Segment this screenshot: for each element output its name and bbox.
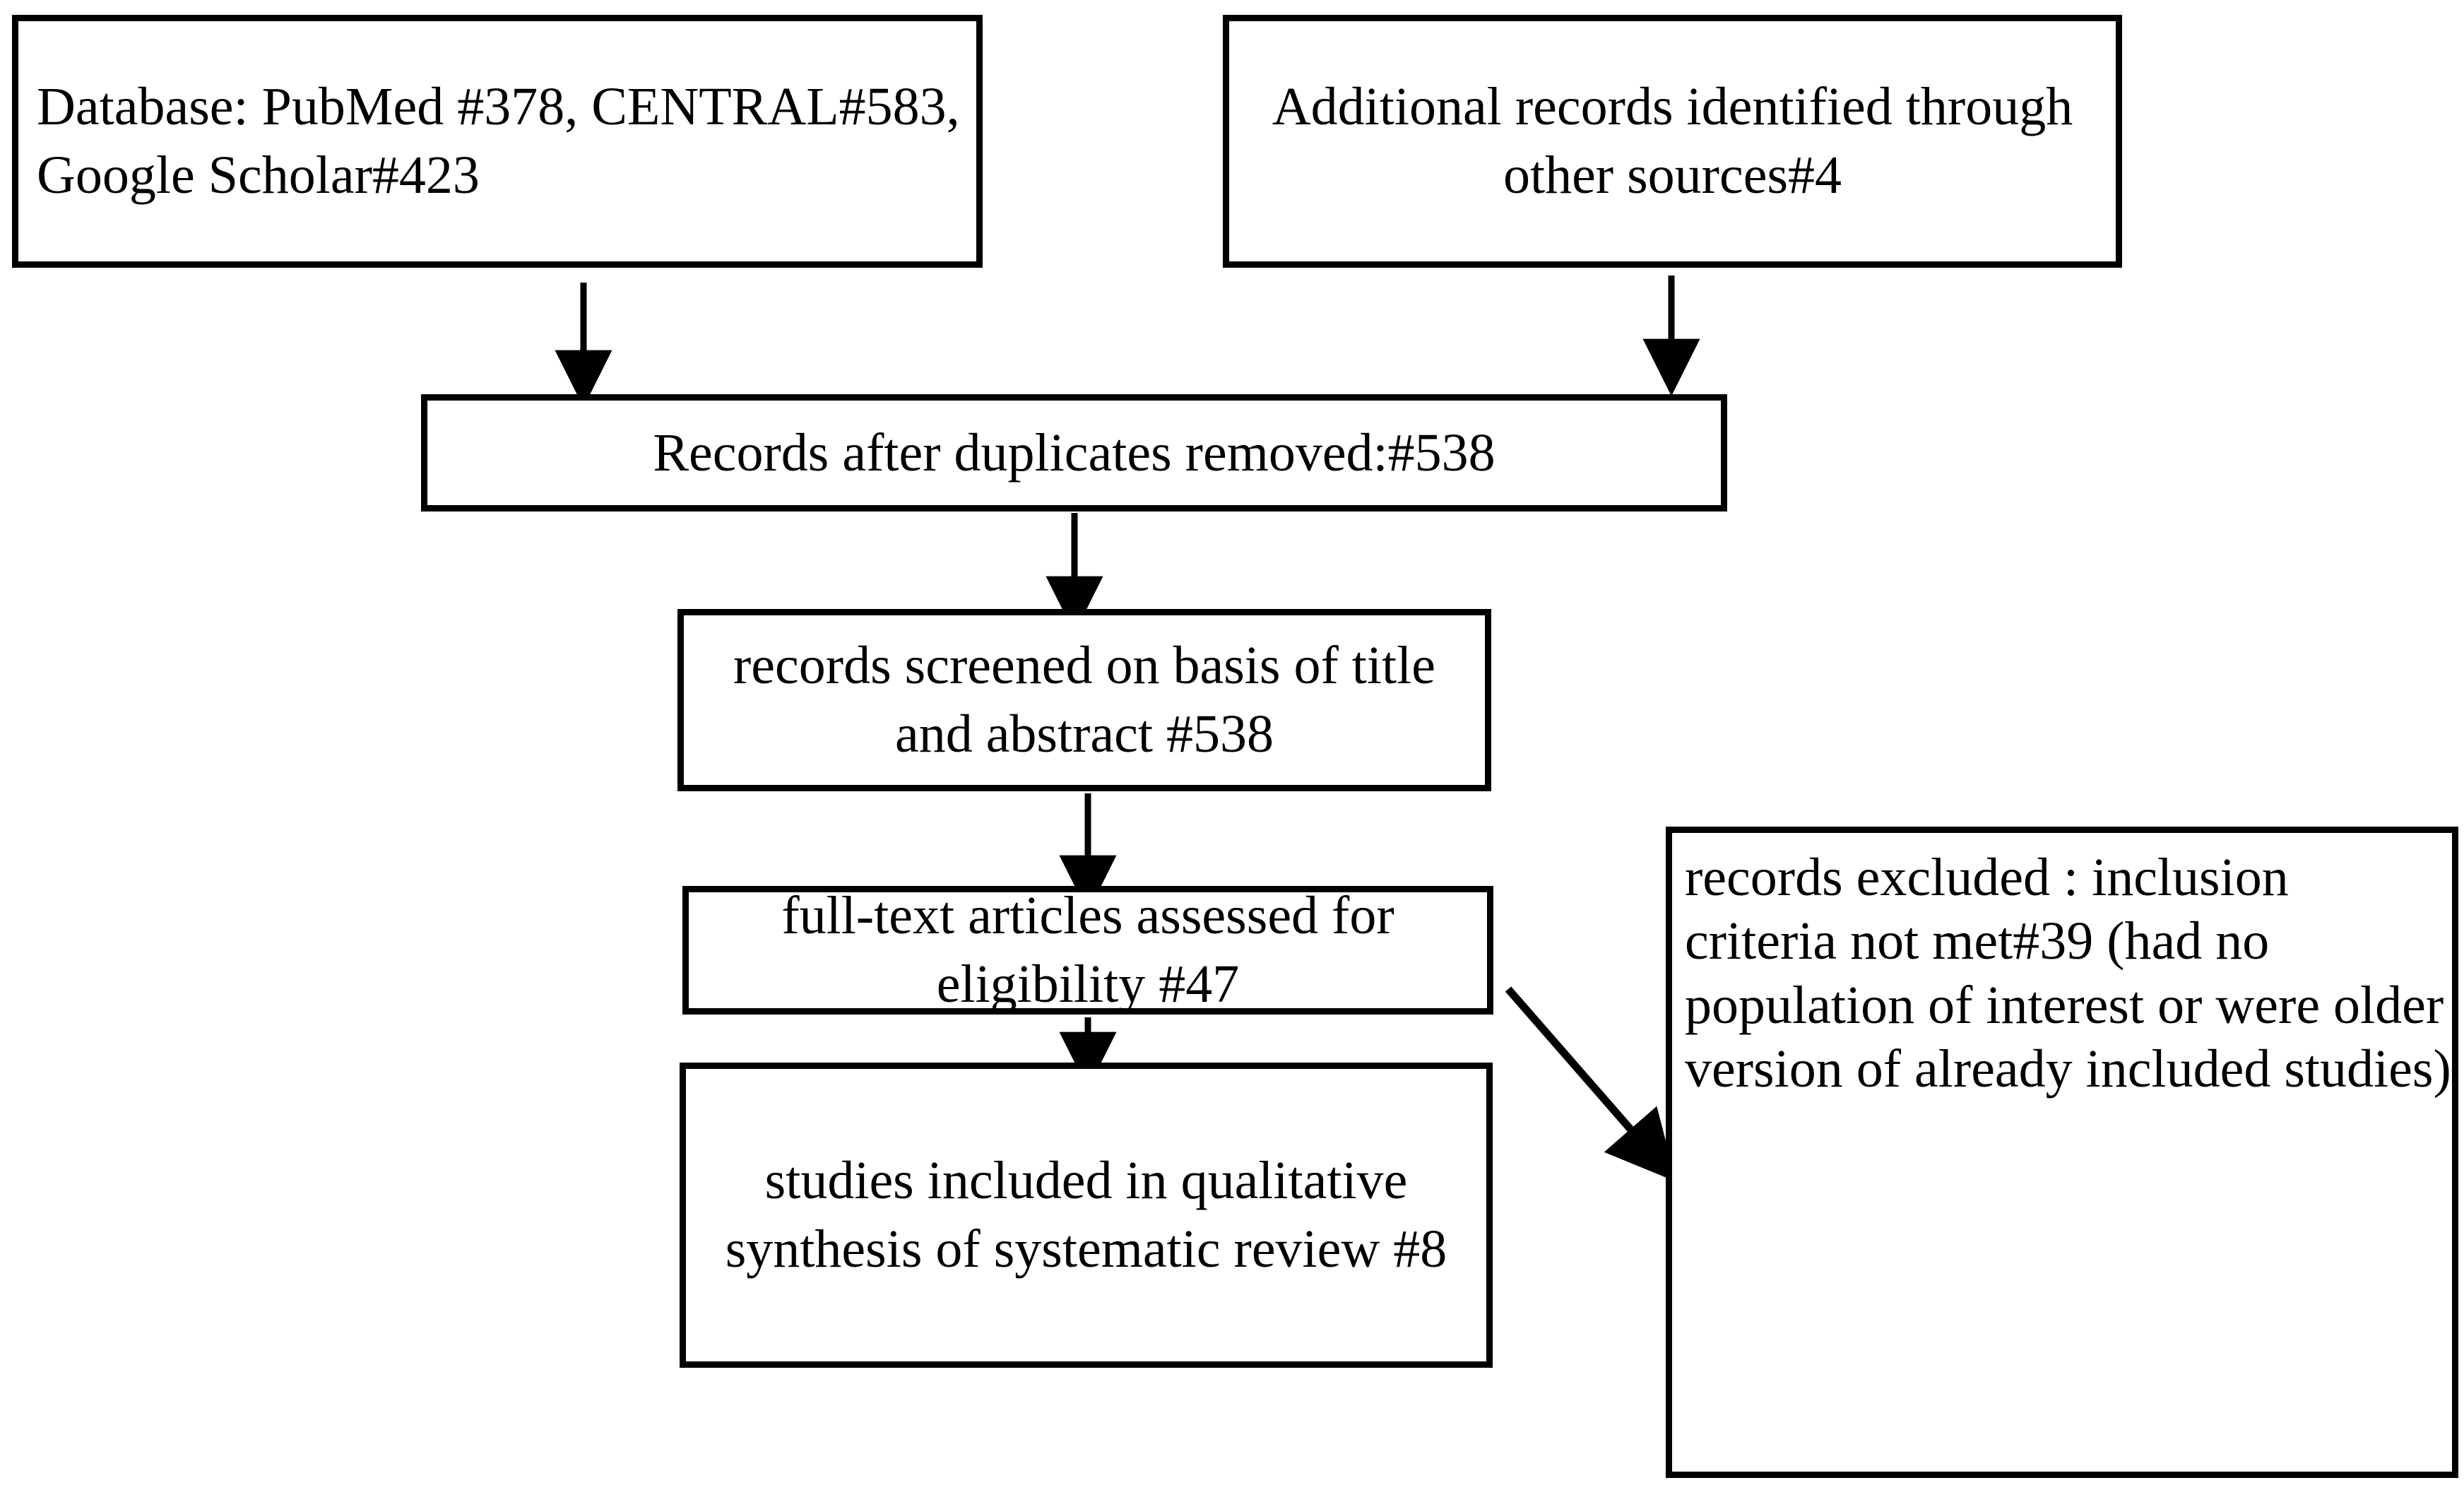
- identification-databases-text: Database: PubMed #378, CENTRAL#583, Goog…: [37, 77, 960, 205]
- identification-databases-box: Database: PubMed #378, CENTRAL#583, Goog…: [12, 15, 983, 268]
- records-screened-text: records screened on basis of title and a…: [733, 636, 1435, 764]
- records-excluded-box: records excluded : inclusion criteria no…: [1666, 827, 2458, 1478]
- studies-included-box: studies included in qualitative synthesi…: [680, 1063, 1493, 1368]
- records-after-duplicates-box: Records after duplicates removed:#538: [421, 394, 1727, 511]
- records-after-duplicates-text: Records after duplicates removed:#538: [653, 422, 1495, 483]
- arrow-fulltext-to-excluded: [1505, 986, 1677, 1182]
- identification-other-sources-text: Additional records identified through ot…: [1272, 77, 2073, 205]
- records-screened-box: records screened on basis of title and a…: [677, 609, 1491, 791]
- full-text-assessed-box: full-text articles assessed for eligibil…: [682, 886, 1493, 1015]
- studies-included-text: studies included in qualitative synthesi…: [725, 1151, 1447, 1279]
- records-excluded-text: records excluded : inclusion criteria no…: [1685, 848, 2451, 1099]
- identification-other-sources-box: Additional records identified through ot…: [1223, 15, 2122, 268]
- full-text-assessed-text: full-text articles assessed for eligibil…: [781, 886, 1394, 1014]
